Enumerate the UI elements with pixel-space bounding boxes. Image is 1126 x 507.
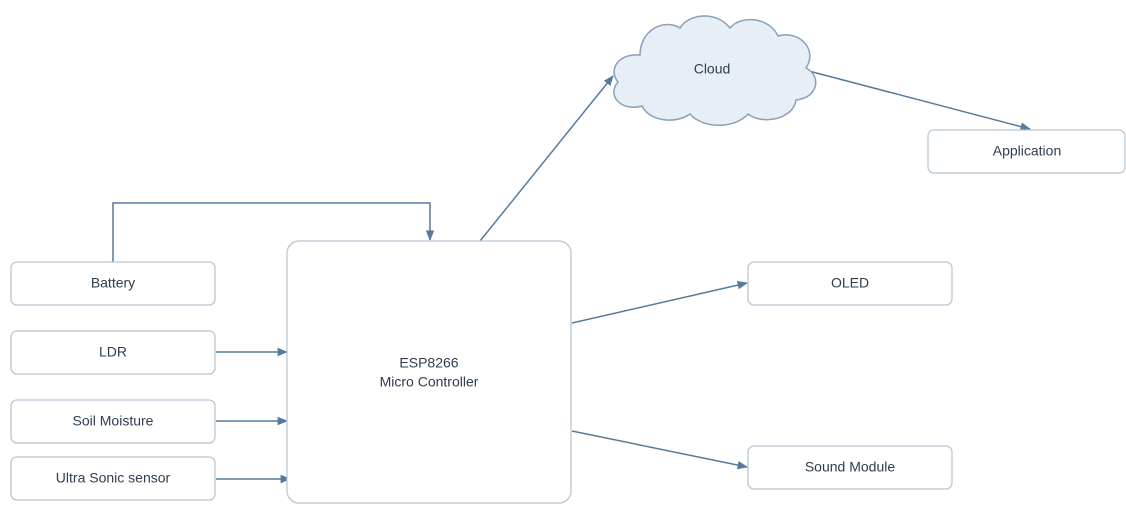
- controller-label-line2: Micro Controller: [380, 374, 479, 390]
- cloud-to-application-arrow: [804, 69, 1032, 131]
- battery-box: [10, 261, 216, 306]
- cloud-label: Cloud: [694, 61, 731, 77]
- ldr-label: LDR: [99, 344, 127, 360]
- soil-moisture-node: Soil Moisture: [10, 399, 216, 444]
- battery-to-controller-arrow: [112, 202, 435, 262]
- controller-to-oled-arrow: [571, 281, 749, 324]
- controller-box: [286, 240, 572, 504]
- sound-module-label: Sound Module: [805, 459, 896, 475]
- oled-box: [747, 261, 953, 306]
- ldr-node: LDR: [10, 330, 216, 375]
- cloud-shape: [613, 15, 817, 126]
- ultrasonic-node: Ultra Sonic sensor: [10, 456, 216, 501]
- application-label: Application: [993, 143, 1062, 159]
- ultrasonic-label: Ultra Sonic sensor: [56, 470, 171, 486]
- controller-node: ESP8266 Micro Controller: [286, 240, 572, 504]
- controller-to-cloud-arrow: [479, 75, 614, 242]
- ultrasonic-box: [10, 456, 216, 501]
- sound-module-box: [747, 445, 953, 490]
- controller-to-sound-module-arrow: [571, 430, 749, 470]
- application-box: [927, 129, 1126, 174]
- soil-moisture-box: [10, 399, 216, 444]
- oled-node: OLED: [747, 261, 953, 306]
- battery-label: Battery: [91, 275, 135, 291]
- cloud-node: Cloud: [613, 15, 817, 126]
- ldr-box: [10, 330, 216, 375]
- connectors: [112, 69, 1032, 484]
- controller-label-line1: ESP8266: [399, 355, 458, 371]
- sound-module-node: Sound Module: [747, 445, 953, 490]
- battery-node: Battery: [10, 261, 216, 306]
- oled-label: OLED: [831, 275, 869, 291]
- application-node: Application: [927, 129, 1126, 174]
- soil-moisture-label: Soil Moisture: [73, 413, 154, 429]
